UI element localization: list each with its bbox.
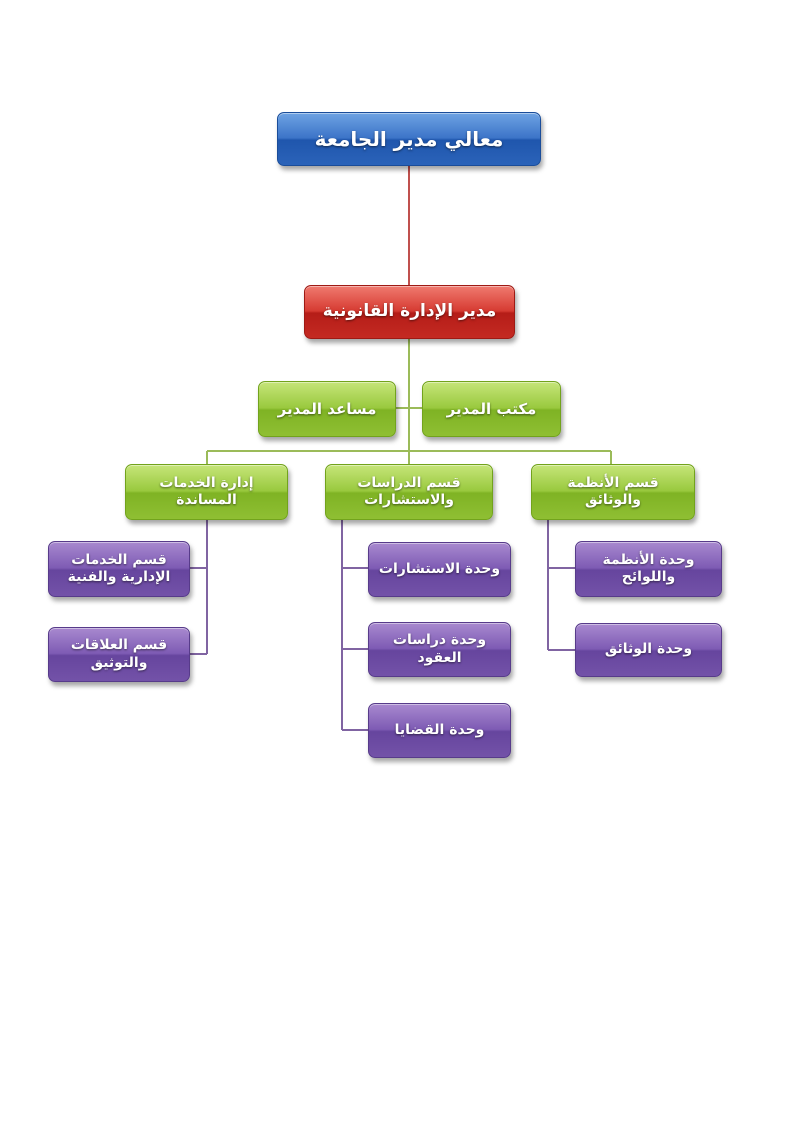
node-section-admin-technical[interactable]: قسم الخدمات الإدارية والفنية [48,541,190,597]
node-label: وحدة الوثائق [604,641,693,658]
node-label: وحدة القضايا [394,721,485,738]
node-dept-systems-documents[interactable]: قسم الأنظمة والوثائق [531,464,695,520]
node-dept-support-services[interactable]: إدارة الخدمات المساندة [125,464,288,520]
node-label: إدارة الخدمات المساندة [159,474,254,509]
node-assistant-director[interactable]: مساعد المدير [258,381,396,437]
node-legal-director[interactable]: مدير الإدارة القانونية [304,285,515,339]
node-university-president[interactable]: معالي مدير الجامعة [277,112,541,166]
node-label: مكتب المدير [446,399,537,418]
node-unit-consultations[interactable]: وحدة الاستشارات [368,542,511,597]
node-unit-contracts[interactable]: وحدة دراسات العقود [368,622,511,677]
node-label: مساعد المدير [277,399,377,418]
node-label: قسم الأنظمة والوثائق [567,474,659,509]
node-label: معالي مدير الجامعة [314,126,504,151]
node-dept-studies-consultations[interactable]: قسم الدراسات والاستشارات [325,464,493,520]
node-label: قسم العلاقات والتوثيق [70,637,168,671]
node-label: قسم الخدمات الإدارية والفنية [67,551,171,586]
node-label: قسم الدراسات والاستشارات [357,474,461,509]
node-unit-cases[interactable]: وحدة القضايا [368,703,511,758]
node-label: مدير الإدارة القانونية [322,301,497,322]
node-unit-documents[interactable]: وحدة الوثائق [575,623,722,677]
node-label: وحدة الاستشارات [378,560,501,577]
node-director-office[interactable]: مكتب المدير [422,381,561,437]
node-section-relations-documentation[interactable]: قسم العلاقات والتوثيق [48,627,190,682]
node-label: وحدة دراسات العقود [392,632,487,666]
node-label: وحدة الأنظمة واللوائح [602,551,695,586]
node-unit-regulations[interactable]: وحدة الأنظمة واللوائح [575,541,722,597]
